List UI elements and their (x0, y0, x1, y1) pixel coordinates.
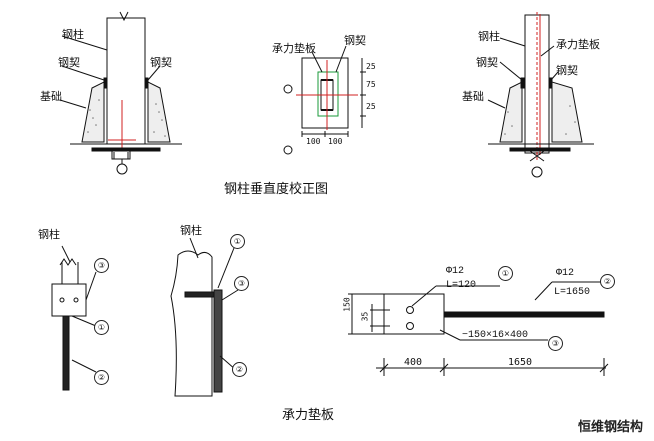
label-foundation-right: 基础 (462, 90, 484, 103)
marker-1-bl: ① (94, 320, 109, 335)
label-steel-wedge-right-a: 钢契 (476, 56, 498, 69)
top-left-drawing (59, 11, 182, 175)
top-right-drawing (487, 12, 594, 178)
rebar2-diameter: Φ12 (556, 268, 575, 279)
marker-2-bl: ② (94, 370, 109, 385)
marker-2-br: ② (600, 274, 615, 289)
label-steel-wedge: 钢契 (344, 34, 366, 47)
dim-25-bottom: 25 (366, 102, 376, 111)
dim-100-left: 100 (306, 137, 321, 146)
label-column-bm: 钢柱 (180, 224, 202, 237)
dim-400: 400 (404, 357, 423, 368)
marker-3-bm: ③ (234, 276, 249, 291)
top-middle-drawing (283, 45, 366, 155)
rebar1-diameter: Φ12 (446, 266, 465, 277)
marker-2-bm: ② (232, 362, 247, 377)
dim-35: 35 (360, 311, 370, 322)
label-steel-wedge-right-b: 钢契 (556, 64, 578, 77)
label-steel-column-right: 钢柱 (478, 30, 500, 43)
label-column-bl: 钢柱 (38, 228, 60, 241)
label-bearing-plate-right: 承力垫板 (556, 38, 600, 51)
caption-top: 钢柱垂直度校正图 (224, 182, 329, 197)
dim-25-top: 25 (366, 62, 376, 71)
dim-150: 150 (342, 297, 352, 312)
marker-3-bl: ③ (94, 258, 109, 273)
marker-1-bm: ① (230, 234, 245, 249)
bottom-right-drawing (348, 281, 609, 376)
bottom-middle-drawing (170, 237, 239, 397)
watermark: 恒维钢结构 (578, 420, 644, 435)
dim-1650: 1650 (508, 357, 533, 368)
dim-75: 75 (366, 80, 376, 89)
label-steel-column: 钢柱 (62, 28, 84, 41)
dim-100-right: 100 (328, 137, 343, 146)
label-foundation: 基础 (40, 90, 62, 103)
label-bearing-plate: 承力垫板 (272, 42, 316, 55)
caption-bottom: 承力垫板 (282, 408, 335, 423)
plate-spec: −150×16×400 (462, 330, 529, 341)
label-steel-wedge-left: 钢契 (58, 56, 80, 69)
marker-1-br: ① (498, 266, 513, 281)
rebar1-length: L=120 (446, 280, 477, 291)
bottom-left-drawing (51, 245, 97, 391)
rebar2-length: L=1650 (554, 287, 591, 298)
marker-3-br: ③ (548, 336, 563, 351)
label-steel-wedge-right: 钢契 (150, 56, 172, 69)
